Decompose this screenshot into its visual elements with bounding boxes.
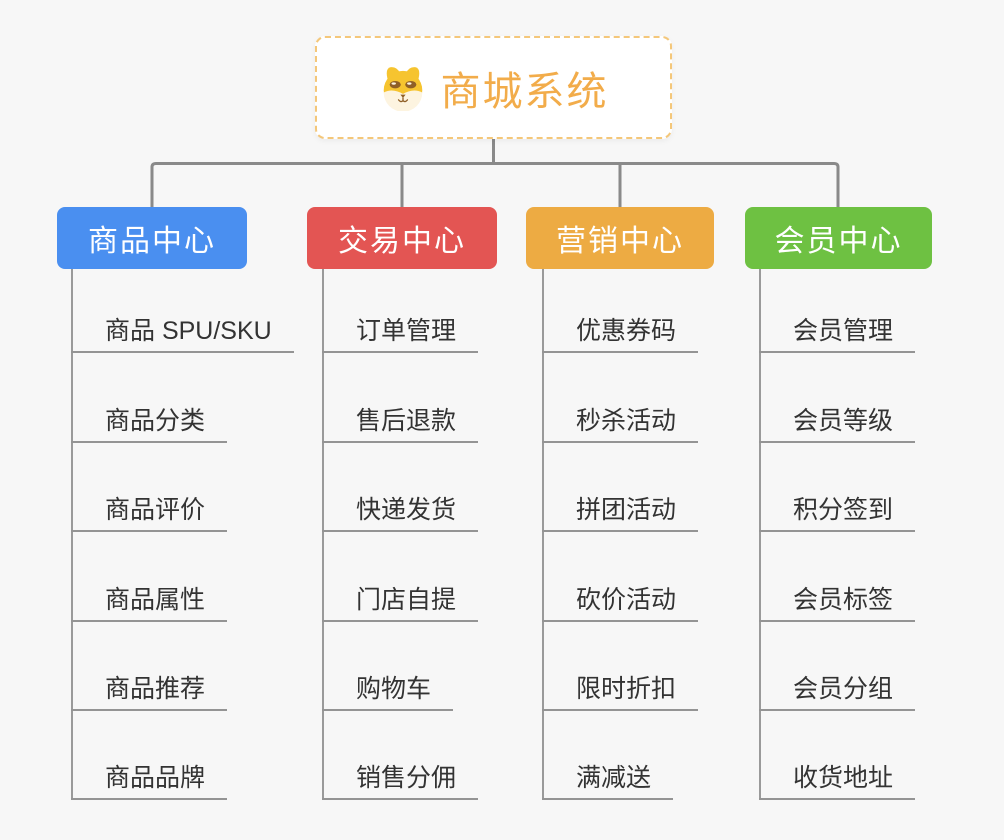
list-item[interactable]: 商品 SPU/SKU [71, 311, 294, 353]
list-item[interactable]: 销售分佣 [322, 758, 479, 800]
branch-header-product-center[interactable]: 商品中心 [57, 207, 247, 269]
branch-label: 会员中心 [774, 225, 903, 258]
list-item[interactable]: 会员标签 [759, 580, 916, 622]
root-title: 商城系统 [440, 69, 609, 114]
branch-label: 营销中心 [556, 225, 684, 258]
list-item[interactable]: 商品品牌 [71, 758, 228, 800]
list-item[interactable]: 限时折扣 [542, 669, 699, 711]
branch-header-trade-center[interactable]: 交易中心 [307, 207, 497, 269]
list-item[interactable]: 商品分类 [71, 401, 228, 443]
list-item[interactable]: 商品属性 [71, 580, 228, 622]
list-item[interactable]: 商品推荐 [71, 669, 228, 711]
list-item[interactable]: 订单管理 [322, 311, 479, 353]
list-item[interactable]: 优惠券码 [542, 311, 699, 353]
list-item[interactable]: 快递发货 [322, 490, 479, 532]
list-item[interactable]: 售后退款 [322, 401, 479, 443]
branch-header-marketing-center[interactable]: 营销中心 [526, 207, 714, 269]
branch-label: 交易中心 [338, 225, 466, 258]
branch-column-trade: 订单管理 售后退款 快递发货 门店自提 购物车 销售分佣 [322, 269, 574, 800]
dog-icon [379, 65, 427, 111]
list-item[interactable]: 会员分组 [759, 669, 916, 711]
branch-column-member: 会员管理 会员等级 积分签到 会员标签 会员分组 收货地址 [759, 269, 1004, 800]
list-item[interactable]: 满减送 [542, 758, 674, 800]
list-item[interactable]: 秒杀活动 [542, 401, 699, 443]
list-item[interactable]: 积分签到 [759, 490, 916, 532]
list-item[interactable]: 门店自提 [322, 580, 479, 622]
root-node[interactable]: 商城系统 [315, 36, 672, 139]
list-item[interactable]: 拼团活动 [542, 490, 699, 532]
list-item[interactable]: 商品评价 [71, 490, 228, 532]
branch-column-product: 商品 SPU/SKU 商品分类 商品评价 商品属性 商品推荐 商品品牌 [71, 269, 323, 800]
list-item[interactable]: 会员管理 [759, 311, 916, 353]
branch-header-member-center[interactable]: 会员中心 [745, 207, 932, 269]
list-item[interactable]: 收货地址 [759, 758, 916, 800]
branch-column-marketing: 优惠券码 秒杀活动 拼团活动 砍价活动 限时折扣 满减送 [542, 269, 794, 800]
list-item[interactable]: 会员等级 [759, 401, 916, 443]
branch-label: 商品中心 [88, 225, 216, 258]
list-item[interactable]: 砍价活动 [542, 580, 699, 622]
list-item[interactable]: 购物车 [322, 669, 454, 711]
